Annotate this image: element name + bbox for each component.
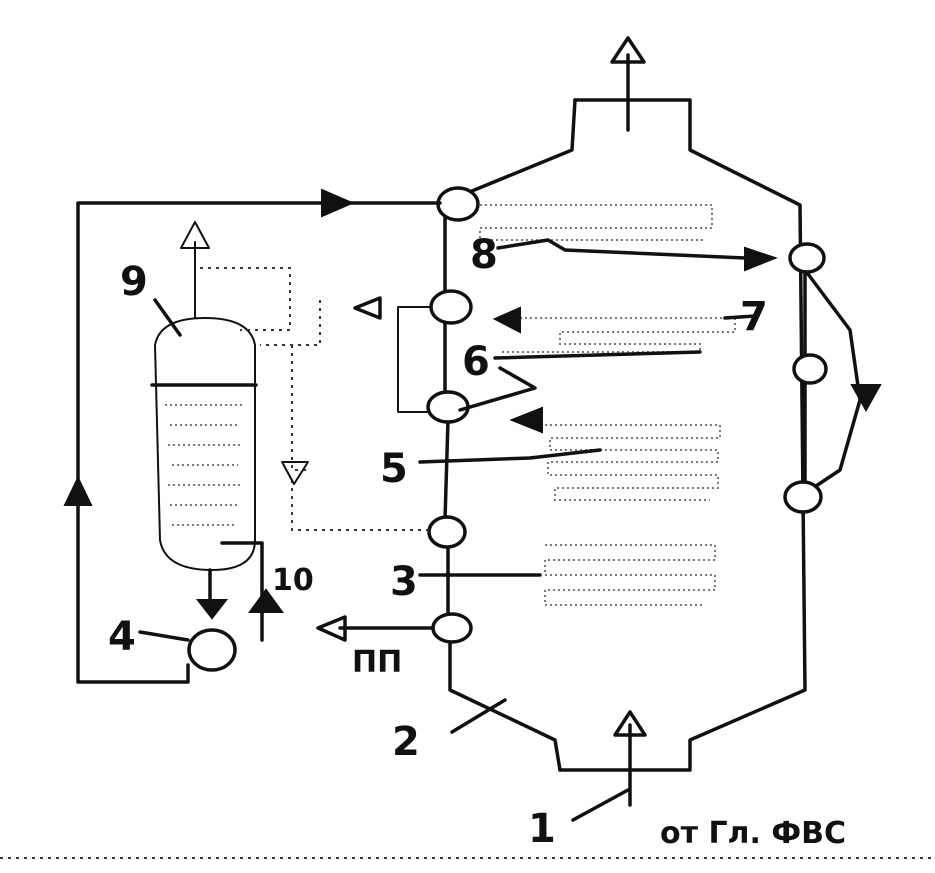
header-lower bbox=[427, 515, 467, 549]
label-pp: ПП bbox=[352, 645, 402, 680]
label-1: 1 bbox=[528, 806, 556, 852]
coil-superheater bbox=[544, 544, 716, 606]
loop-arrow-right bbox=[321, 188, 355, 218]
inlet-arrow bbox=[613, 710, 647, 807]
circulation-pump bbox=[187, 568, 237, 672]
label-4: 4 bbox=[108, 614, 136, 660]
arrow-into-upper bbox=[492, 306, 521, 334]
label-9: 9 bbox=[120, 259, 148, 305]
label-2: 2 bbox=[392, 719, 420, 765]
label-6: 6 bbox=[462, 339, 490, 385]
label-8: 8 bbox=[470, 232, 498, 278]
leader-lines bbox=[138, 238, 757, 822]
label-7: 7 bbox=[740, 294, 768, 340]
feed-loop bbox=[63, 188, 442, 684]
arrow-right-down bbox=[850, 384, 882, 413]
arrow-into-mid bbox=[509, 406, 543, 434]
arrow-right-top bbox=[744, 246, 778, 272]
bypass-loop bbox=[353, 296, 431, 413]
dashed-flow-arrow bbox=[281, 461, 309, 485]
label-10: 10 bbox=[272, 563, 314, 598]
coil-evaporator-upper bbox=[500, 317, 736, 353]
label-source: от Гл. ФВС bbox=[660, 816, 846, 851]
header-bottom bbox=[431, 612, 473, 644]
header-top bbox=[436, 186, 480, 222]
coil-economizer-top bbox=[470, 204, 713, 241]
label-5: 5 bbox=[380, 446, 408, 492]
loop-arrow-up bbox=[63, 475, 93, 506]
label-3: 3 bbox=[390, 559, 418, 605]
header-mid bbox=[426, 390, 470, 424]
boiler-shell bbox=[448, 98, 807, 772]
drain-line bbox=[220, 541, 284, 642]
header-right-mid bbox=[792, 353, 828, 385]
drum-steam-outlet bbox=[180, 221, 210, 319]
riser-left bbox=[443, 216, 450, 620]
header-right-low bbox=[783, 480, 823, 514]
exhaust-arrow bbox=[610, 36, 646, 132]
header-right-top bbox=[788, 242, 826, 274]
separator-drum bbox=[150, 317, 258, 571]
pp-outlet bbox=[316, 615, 434, 642]
coil-evaporator-main bbox=[540, 424, 721, 501]
header-upper bbox=[429, 289, 473, 325]
